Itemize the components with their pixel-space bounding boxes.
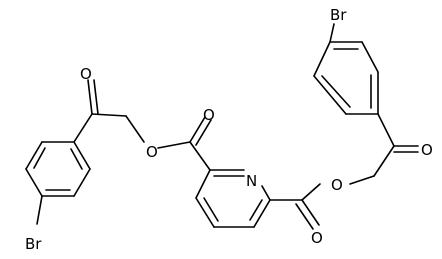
- bond-to-br: [36, 195, 43, 225]
- bond: [25, 168, 43, 197]
- atom-br-bottom: Br: [25, 235, 42, 253]
- bond-to-o: [125, 115, 145, 143]
- right-ketone-linker: [373, 113, 419, 177]
- bond-to-pyridine: [189, 141, 211, 171]
- ketone-double-bond: [93, 79, 99, 115]
- atom-o-ketone-right: O: [421, 141, 433, 159]
- bond-from-o: [157, 141, 191, 149]
- bond: [73, 141, 91, 170]
- bond: [91, 113, 127, 117]
- double-bond-inner: [249, 199, 263, 221]
- bond: [73, 168, 91, 197]
- double-bond-inner: [33, 147, 46, 169]
- bond: [195, 169, 211, 199]
- bond: [25, 141, 43, 170]
- bond: [253, 199, 271, 228]
- ester-double-bond: [295, 203, 314, 230]
- bond: [313, 41, 331, 77]
- left-ketone-linker: [73, 79, 191, 149]
- atom-o-ether-right: O: [331, 176, 343, 194]
- pyridine-ring: [195, 169, 271, 228]
- ester-double-bond: [195, 119, 212, 146]
- bond: [373, 145, 395, 177]
- atom-br-top: Br: [330, 6, 347, 24]
- double-bond-inner: [321, 75, 351, 108]
- ester-double-bond: [189, 116, 206, 143]
- atom-o-ketone-left: O: [80, 65, 92, 83]
- atom-o-carbonyl-left: O: [203, 106, 215, 124]
- bond-to-ring: [377, 113, 395, 147]
- atom-n-pyridine: N: [246, 172, 257, 190]
- bond-from-o: [349, 175, 375, 185]
- bond-from-n: [261, 185, 271, 201]
- bond: [361, 41, 379, 73]
- right-ester: [269, 175, 375, 230]
- left-bromophenyl-ring: [25, 141, 91, 225]
- ester-double-bond: [301, 199, 320, 226]
- bond: [73, 113, 93, 143]
- ketone-double-bond: [87, 79, 93, 115]
- atom-o-ether-left: O: [146, 143, 158, 161]
- atom-o-carbonyl-right: O: [311, 229, 323, 247]
- double-bond-inner: [70, 148, 83, 170]
- bond: [313, 75, 347, 115]
- left-ester: [189, 116, 212, 171]
- bond-to-o: [301, 183, 321, 201]
- right-bromophenyl-ring: [313, 23, 379, 115]
- bond: [195, 197, 215, 228]
- double-bond-inner: [203, 197, 219, 222]
- bond-to-br: [329, 23, 335, 43]
